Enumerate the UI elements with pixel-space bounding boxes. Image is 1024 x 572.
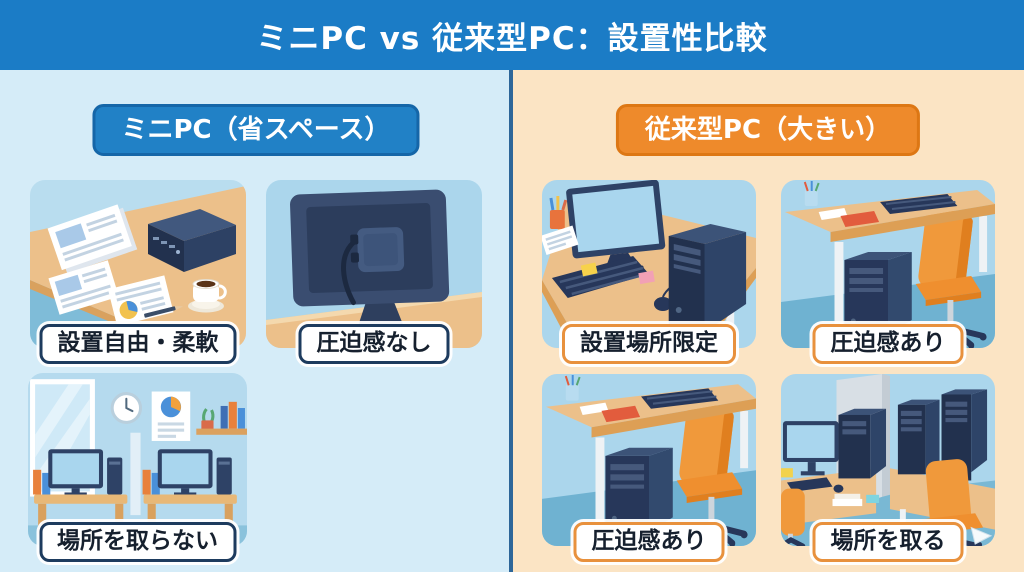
page-title: ミニPC vs 従来型PC：設置性比較 [256,20,768,57]
card-pressure-1: 圧迫感あり [781,180,995,364]
card-pressure-2: 圧迫感あり [542,374,756,562]
tower-under-desk-with-chair-illustration [542,374,756,546]
card-mini-pc-on-desk: 設置自由・柔軟 [30,180,246,364]
card-saves-space: 場所を取らない [28,373,247,562]
monitor-back-vesa-mini-pc-illustration [266,180,482,348]
traditional-pc-badge: 従来型PC（大きい） [615,104,921,156]
card-no-pressure: 圧迫感なし [266,180,482,364]
mini-pc-panel: ミニPC（省スペース） [0,70,512,572]
card-label: 場所を取らない [39,522,236,562]
card-label: 圧迫感あり [812,324,964,364]
card-label: 設置自由・柔軟 [39,324,237,364]
two-compact-workstations-illustration [28,373,247,546]
card-label: 圧迫感なし [298,324,450,364]
comparison-body: ミニPC（省スペース） [0,70,1024,572]
multiple-towers-workstations-illustration [781,374,995,546]
card-label: 場所を取る [812,522,964,562]
traditional-pc-panel: 従来型PC（大きい） [512,70,1024,572]
card-limited-placement: 設置場所限定 [542,180,756,364]
card-label: 設置場所限定 [562,324,736,364]
mini-pc-on-desk-illustration [30,180,246,348]
card-takes-space: 場所を取る [781,374,995,562]
tower-under-desk-with-chair-illustration [781,180,995,348]
card-label: 圧迫感あり [573,522,725,562]
panel-divider [509,70,513,572]
tower-pc-on-desk-illustration [542,180,756,348]
header: ミニPC vs 従来型PC：設置性比較 [0,0,1024,70]
mini-pc-badge: ミニPC（省スペース） [92,104,420,156]
